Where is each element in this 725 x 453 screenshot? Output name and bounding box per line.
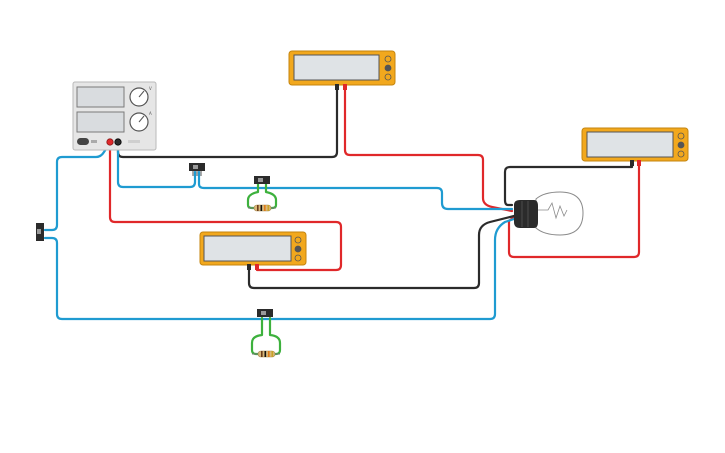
multimeter-middle-mode-r[interactable] [294, 254, 302, 262]
multimeter-middle-com-terminal[interactable] [247, 264, 251, 270]
light-bulb[interactable] [514, 191, 584, 236]
resistor-1[interactable] [248, 204, 276, 212]
multimeter-right-mode-v[interactable] [677, 141, 685, 149]
wire-blue-supply-to-switch1[interactable] [116, 145, 197, 189]
wire-red-top-meter-to-bulb[interactable] [343, 86, 514, 213]
multimeter-right-mode-r[interactable] [677, 150, 685, 158]
multimeter-right-pos-terminal[interactable] [637, 160, 641, 166]
power-supply[interactable]: V A [72, 81, 157, 151]
wire-red-supply-to-middle-meter[interactable] [108, 143, 343, 272]
wire-green-resistor2-left[interactable] [250, 316, 264, 356]
multimeter-middle-screen [203, 235, 292, 262]
voltage-display [76, 86, 125, 108]
multimeter-top-mode-a[interactable] [384, 55, 392, 63]
multimeter-right-mode-a[interactable] [677, 132, 685, 140]
current-display [76, 111, 125, 133]
multimeter-top-screen [293, 54, 380, 81]
positive-terminal[interactable] [106, 138, 114, 146]
multimeter-right-com-terminal[interactable] [630, 160, 634, 166]
bulb-glass [535, 191, 584, 236]
slide-switch-3[interactable] [257, 309, 273, 317]
current-knob-label: A [149, 111, 152, 116]
multimeter-middle[interactable] [199, 231, 307, 270]
resistor-2[interactable] [252, 350, 280, 358]
multimeter-top-mode-r[interactable] [384, 73, 392, 81]
bulb-socket [514, 200, 538, 228]
multimeter-right[interactable] [581, 127, 689, 166]
negative-terminal[interactable] [114, 138, 122, 146]
slide-switch-2[interactable] [254, 176, 270, 184]
multimeter-top-mode-v[interactable] [384, 64, 392, 72]
wire-black-middle-meter-to-bulb[interactable] [247, 214, 516, 290]
multimeter-middle-pos-terminal[interactable] [255, 264, 259, 270]
wire-red-right-meter-to-bulb[interactable] [507, 160, 641, 259]
multimeter-middle-mode-v[interactable] [294, 245, 302, 253]
bulb-filament [537, 201, 568, 220]
wire-blue-left-switch-to-bottom[interactable] [43, 217, 516, 321]
voltage-knob-label: V [149, 86, 152, 91]
wire-blue-switch1-to-bulb[interactable] [197, 170, 514, 211]
wire-green-resistor2-right[interactable] [268, 316, 282, 356]
multimeter-top-pos-terminal[interactable] [343, 84, 347, 90]
multimeter-right-screen [586, 131, 674, 158]
wire-blue-supply-to-left-switch[interactable] [43, 144, 110, 232]
slide-switch-1[interactable] [189, 163, 205, 176]
power-switch[interactable] [77, 138, 89, 145]
slide-switch-left[interactable] [36, 223, 44, 241]
multimeter-top-com-terminal[interactable] [335, 84, 339, 90]
wire-black-bulb-to-right-meter[interactable] [503, 160, 634, 207]
multimeter-middle-mode-a[interactable] [294, 236, 302, 244]
multimeter-top[interactable] [288, 50, 396, 90]
